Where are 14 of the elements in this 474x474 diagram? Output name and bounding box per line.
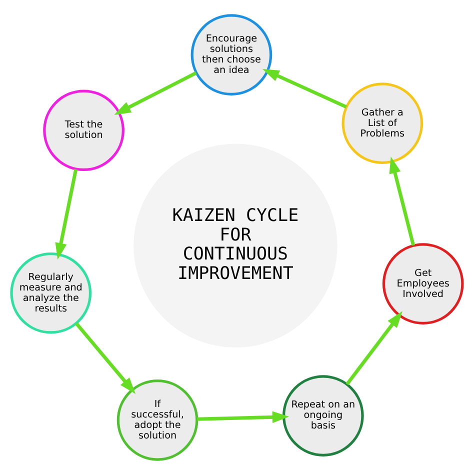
- node-circle: Gather a List of Problems: [342, 82, 424, 164]
- node-circle: Get Employees Involved: [382, 242, 464, 324]
- arrow: [114, 70, 197, 114]
- node-circle: Repeat on an ongoing basis: [282, 374, 364, 456]
- node-circle: Regularly measure and analyze the results: [10, 252, 92, 334]
- arrow: [75, 322, 136, 394]
- node-circle: Encourage solutions then choose an idea: [190, 14, 272, 96]
- arrow: [389, 156, 416, 246]
- node-circle: If successful, adopt the solution: [116, 378, 198, 460]
- arrow: [197, 410, 290, 422]
- node-circle: Test the solution: [43, 89, 124, 171]
- arrow: [55, 168, 78, 260]
- arrow: [262, 68, 347, 108]
- arrow: [346, 310, 402, 385]
